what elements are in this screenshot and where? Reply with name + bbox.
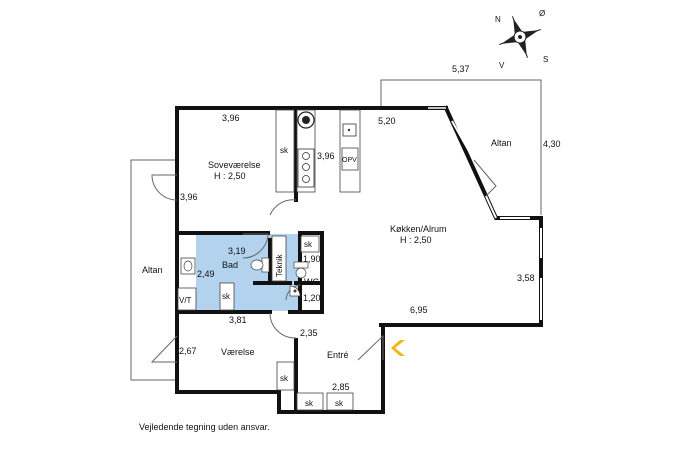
room-koekken-height: H : 2,50 [400,235,432,245]
dim-267: 2,67 [179,346,197,356]
dim-520: 5,20 [378,116,396,126]
closet-sk-bedroom [275,109,295,193]
dim-358: 3,58 [517,273,535,283]
dim-249: 2,49 [197,269,215,279]
dim-695: 6,95 [410,305,428,315]
dim-396-top: 3,96 [222,113,240,123]
dim-235: 2,35 [300,328,318,338]
closet-entre-2 [326,392,354,411]
altan-right-outline [380,79,542,215]
room-altan-right: Altan [491,138,512,148]
sk-label-entre-1: sk [305,399,314,408]
dim-190: 1,90 [303,254,321,264]
room-entre: Entré [327,350,349,360]
toilet-icon [250,257,270,273]
disclaimer-text: Vejledende tegning uden ansvar. [139,422,270,432]
dim-430: 4,30 [543,139,561,149]
door-bath [242,233,269,259]
bath-closet [219,282,235,311]
opv-label: OPV [342,157,357,164]
wc-sink-icon [289,285,301,297]
door-balcony-right [473,159,497,197]
room-teknik: Teknik [275,253,284,277]
dim-120: 1,20 [303,293,321,303]
dim-381: 3,81 [229,315,247,325]
dim-537: 5,37 [452,64,470,74]
sk-label-entre-2: sk [335,399,344,408]
compass-o: Ø [539,9,545,18]
teknik-box [271,235,287,282]
exterior-wall-left-lower [175,312,385,414]
kitchen-counter-left [296,109,316,193]
dim-319: 3,19 [228,246,246,256]
compass-n: N [495,15,501,24]
room-sovevaerelse: Soveværelse [208,160,261,170]
compass-s: S [543,55,548,64]
sk-label-bath: sk [222,292,231,301]
compass-icon [499,16,541,58]
altan-left-outline [130,159,177,381]
dim-396-kitchen: 3,96 [317,151,335,161]
vt-box [177,287,197,311]
door-vaerelse-balcony [150,335,178,363]
door-bedroom-balcony [151,174,178,201]
sk-label-bedroom: sk [280,146,289,155]
door-entre [357,334,384,361]
wc-closet [300,235,320,253]
room-wc: WC [304,277,319,287]
dishwasher-box [341,147,359,171]
closet-entre-1 [296,392,324,411]
room-altan-left: Altan [142,265,163,275]
entry-arrow-icon [391,340,405,356]
compass-v: V [499,61,505,70]
wc-toilet-icon [293,261,309,279]
door-bedroom [269,199,297,216]
room-vaerelse: Værelse [221,347,255,357]
sk-label-vaerelse: sk [280,374,289,383]
dim-396-left: 3,96 [180,192,198,202]
range-hood-icon [297,111,315,129]
room-koekken: Køkken/Alrum [390,224,447,234]
bath-sink-bowl [183,260,193,272]
sink-icon [342,123,357,137]
dim-285: 2,85 [332,382,350,392]
sk-label-wc: sk [304,240,313,249]
stove-icon [297,148,315,188]
window [451,120,475,161]
room-bad: Bad [222,260,238,270]
vt-label: V/T [179,296,192,305]
door-vaerelse [269,312,297,339]
exterior-wall-bay [379,105,543,327]
exterior-wall-top [175,106,298,316]
window [485,195,497,219]
closet-vaerelse [276,361,295,391]
room-sovevaerelse-height: H : 2,50 [214,171,246,181]
